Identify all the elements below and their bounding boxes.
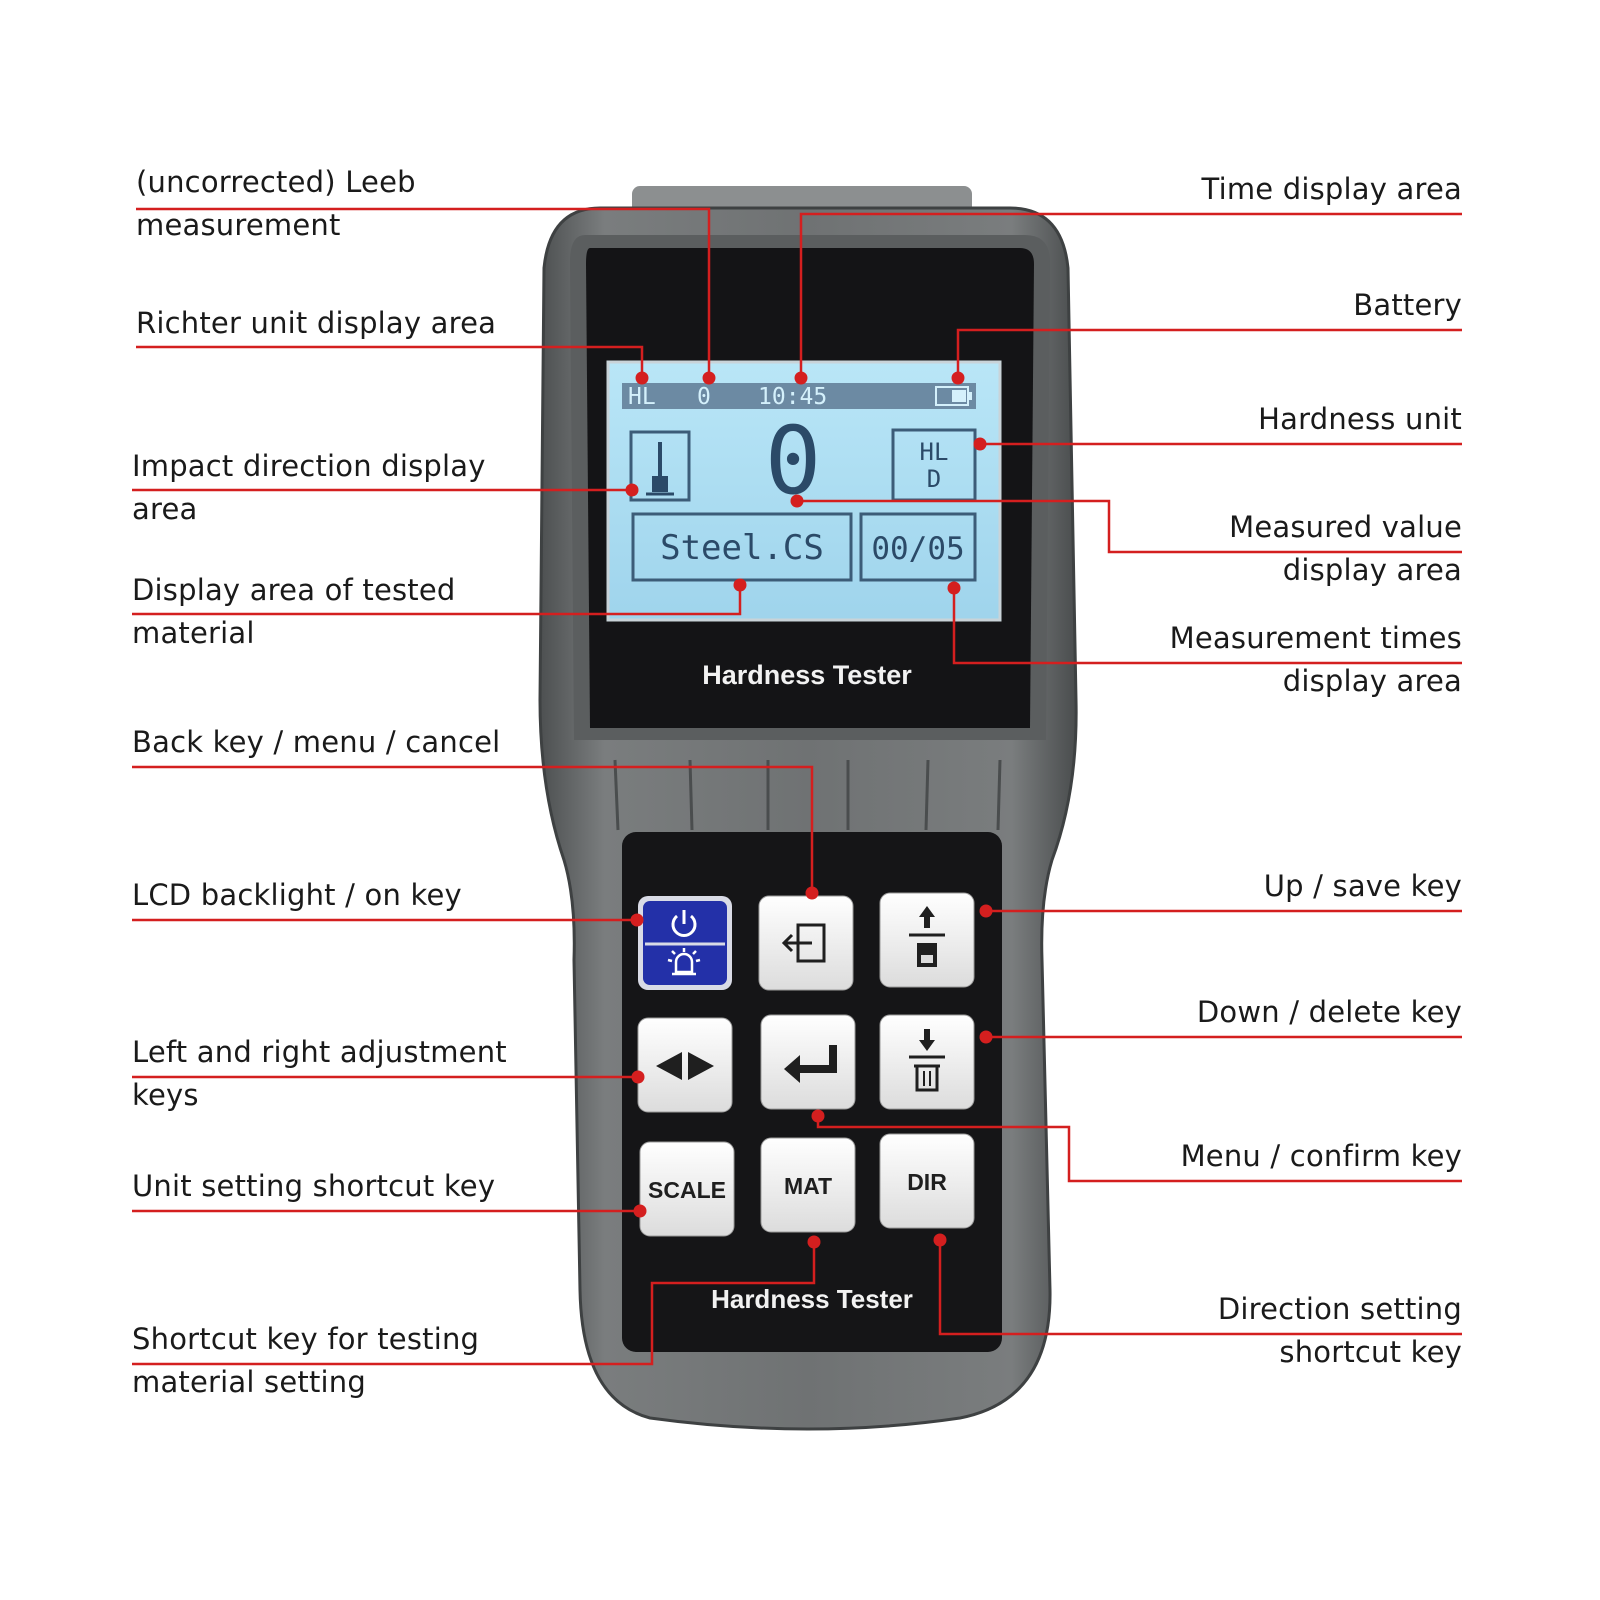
times-text: 00/05 <box>871 531 964 567</box>
leader-material-key <box>132 1242 816 1366</box>
label-lr-line2: keys <box>132 1078 199 1112</box>
label-time-line1: Time display area <box>1201 172 1462 206</box>
scale-key[interactable]: SCALE <box>639 1141 735 1237</box>
impact-direction-box <box>629 430 691 502</box>
label-up-save: Up / save key <box>1264 865 1462 908</box>
label-times-line2: display area <box>1282 664 1462 698</box>
label-back-key-line1: Back key / menu / cancel <box>132 725 501 759</box>
left-right-key[interactable] <box>637 1017 733 1113</box>
label-leeb-measurement: (uncorrected) Leeb measurement <box>136 161 416 247</box>
label-down-delete-line1: Down / delete key <box>1196 995 1462 1029</box>
lcd-screen: HL 0 10:45 0 HL D Steel.CS <box>606 360 1002 622</box>
leader-battery <box>956 328 1462 376</box>
leader-direction <box>938 1240 1462 1336</box>
exit-icon <box>781 923 826 963</box>
up-save-icon <box>909 906 945 967</box>
leader-times <box>952 588 1462 665</box>
label-material-area-line1: Display area of tested <box>132 573 456 607</box>
label-times-line1: Measurement times <box>1169 621 1462 655</box>
lcd-unit-text: HL <box>628 384 656 410</box>
impact-probe-icon <box>646 442 674 496</box>
label-hardness-unit-line1: Hardness unit <box>1258 402 1462 436</box>
dir-key-label: DIR <box>907 1169 947 1195</box>
leader-menu-confirm <box>816 1116 1462 1183</box>
label-leeb-line1: (uncorrected) Leeb <box>136 165 416 199</box>
label-battery-line1: Battery <box>1353 288 1462 322</box>
dir-key[interactable]: DIR <box>879 1133 975 1229</box>
label-menu-confirm-line1: Menu / confirm key <box>1180 1139 1462 1173</box>
label-lr-keys: Left and right adjustment keys <box>132 1031 507 1117</box>
label-material-key: Shortcut key for testing material settin… <box>132 1318 479 1404</box>
enter-icon <box>784 1045 837 1083</box>
mat-key[interactable]: MAT <box>760 1137 856 1233</box>
label-impact-direction: Impact direction display area <box>132 445 486 531</box>
down-delete-icon <box>909 1029 945 1092</box>
label-material-area: Display area of tested material <box>132 569 456 655</box>
label-leeb-line2: measurement <box>136 208 341 242</box>
hardness-unit-line2: D <box>927 465 941 493</box>
label-up-save-line1: Up / save key <box>1263 869 1462 903</box>
label-measured-line1: Measured value <box>1229 510 1462 544</box>
label-direction-line2: shortcut key <box>1279 1335 1462 1369</box>
power-icon <box>671 910 697 937</box>
label-material-area-line2: material <box>132 616 255 650</box>
leader-richter <box>136 345 644 376</box>
material-text: Steel.CS <box>660 528 824 568</box>
label-unit-key-line1: Unit setting shortcut key <box>132 1169 496 1203</box>
label-backlight-line1: LCD backlight / on key <box>132 878 462 912</box>
label-measured-value: Measured value display area <box>1229 506 1462 592</box>
lcd-status-bar <box>622 383 976 409</box>
grip-ribs <box>613 759 1002 831</box>
label-material-key-line2: material setting <box>132 1365 366 1399</box>
left-right-arrows-icon <box>656 1052 714 1080</box>
label-impact-line1: Impact direction display <box>132 449 486 483</box>
scale-key-label: SCALE <box>648 1177 726 1203</box>
label-richter-line1: Richter unit display area <box>136 306 497 340</box>
label-time-area: Time display area <box>1202 168 1462 211</box>
power-backlight-key[interactable] <box>638 896 732 990</box>
mat-key-label: MAT <box>784 1173 832 1199</box>
up-save-key[interactable] <box>879 892 975 988</box>
label-measurement-times: Measurement times display area <box>1170 617 1462 703</box>
leader-dots <box>625 371 993 1249</box>
label-backlight-key: LCD backlight / on key <box>132 874 462 917</box>
label-back-key: Back key / menu / cancel <box>132 721 500 764</box>
label-lr-line1: Left and right adjustment <box>132 1035 507 1069</box>
back-key[interactable] <box>758 895 854 991</box>
leader-time <box>799 212 1462 376</box>
label-direction-line1: Direction setting <box>1217 1292 1462 1326</box>
battery-icon <box>935 386 972 406</box>
label-unit-key: Unit setting shortcut key <box>132 1165 495 1208</box>
leader-material-area <box>132 585 742 616</box>
enter-key[interactable] <box>760 1014 856 1110</box>
label-battery: Battery <box>1353 284 1462 327</box>
label-material-key-line1: Shortcut key for testing <box>132 1322 480 1356</box>
label-measured-line2: display area <box>1282 553 1462 587</box>
label-down-delete: Down / delete key <box>1197 991 1462 1034</box>
leader-lines <box>132 207 1462 1366</box>
label-menu-confirm: Menu / confirm key <box>1181 1135 1462 1178</box>
backlight-icon <box>667 948 701 976</box>
leader-back-key <box>132 765 814 893</box>
label-impact-line2: area <box>132 492 198 526</box>
leader-measured <box>797 499 1462 554</box>
hardness-unit-line1: HL <box>920 438 949 466</box>
times-box <box>859 512 977 582</box>
screen-brand-text: Hardness Tester <box>702 660 912 690</box>
leader-leeb <box>136 207 711 376</box>
lcd-count-text: 0 <box>697 384 711 410</box>
label-direction-key: Direction setting shortcut key <box>1218 1288 1462 1374</box>
label-hardness-unit: Hardness unit <box>1258 398 1462 441</box>
keypad-brand-text: Hardness Tester <box>711 1284 913 1314</box>
label-richter-unit: Richter unit display area <box>136 302 496 345</box>
down-delete-key[interactable] <box>879 1014 975 1110</box>
lcd-time-text: 10:45 <box>758 384 827 410</box>
